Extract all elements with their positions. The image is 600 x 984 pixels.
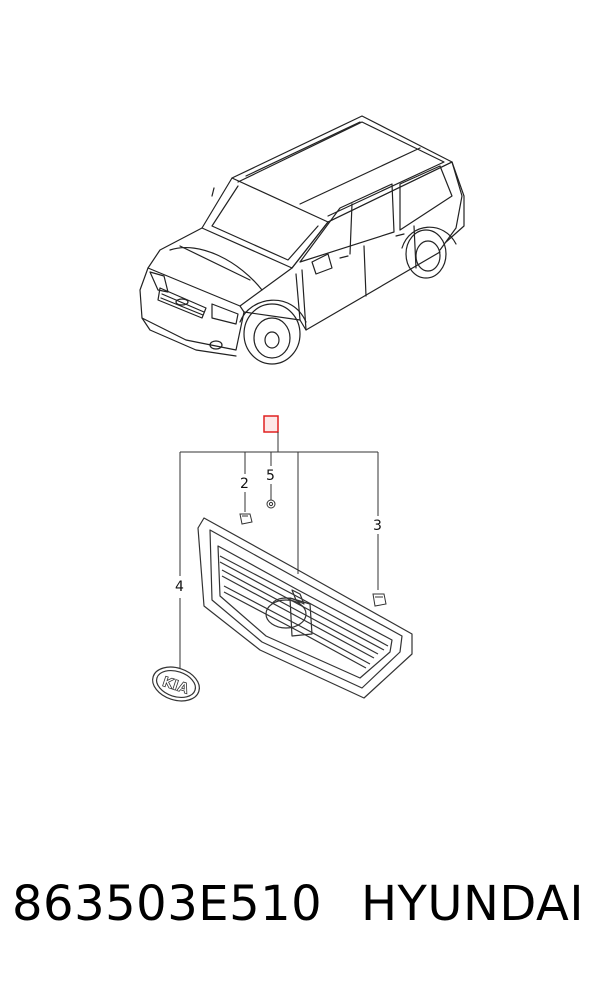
part-number: 863503E510 [12,876,323,932]
emblem-text: KIA [160,674,191,698]
radiator-grille [197,517,413,699]
clip-part-3 [372,593,387,607]
kia-emblem-part-4 [152,666,200,702]
callout-3: 3 [373,518,382,534]
vehicle-illustration [139,115,465,365]
brand-name: HYUNDAI [360,876,584,932]
callout-4: 4 [175,579,184,595]
callout-1-highlight-box [263,415,279,433]
leader-lines [179,415,379,668]
callout-2: 2 [240,476,249,492]
clip-part-2 [239,513,253,525]
callout-5: 5 [266,468,275,484]
nut-part-5 [266,499,276,509]
